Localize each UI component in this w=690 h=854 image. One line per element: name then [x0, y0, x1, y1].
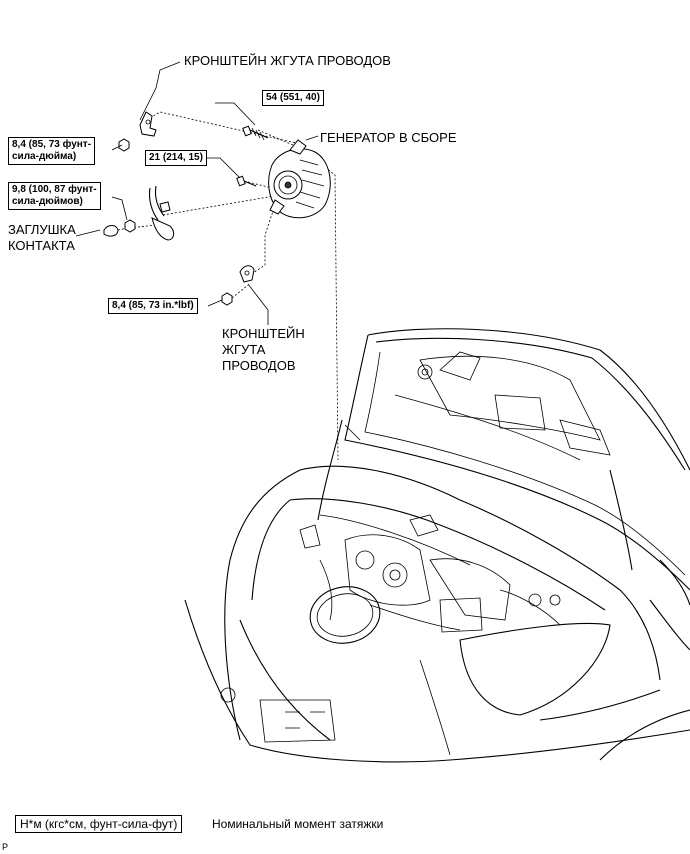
terminal-lead [124, 185, 175, 241]
torque-terminal-nut-line1: 9,8 (100, 87 фунт- [12, 184, 97, 195]
terminal-cap-label-line1: ЗАГЛУШКА [8, 222, 76, 237]
legend-description: Номинальный момент затяжки [212, 817, 384, 831]
torque-box-terminal-nut: 9,8 (100, 87 фунт- сила-дюймов) [8, 182, 101, 210]
lower-harness-bracket [239, 265, 255, 283]
torque-box-bracket-nut: 8,4 (85, 73 фунт- сила-дюйма) [8, 137, 96, 165]
corner-mark: P [2, 842, 9, 852]
lower-harness-bracket-label-line1: КРОНШТЕЙН [222, 326, 305, 341]
top-bolt [242, 125, 269, 141]
upper-harness-bracket-label: КРОНШТЕЙН ЖГУТА ПРОВОДОВ [184, 53, 391, 68]
terminal-cap-label: ЗАГЛУШКА КОНТАКТА [8, 222, 76, 254]
lower-harness-bracket-label-line2: ЖГУТА [222, 342, 266, 357]
alternator [268, 139, 331, 219]
torque-bracket-nut-line2: сила-дюйма) [12, 151, 77, 162]
torque-bracket-nut-line1: 8,4 (85, 73 фунт- [12, 139, 92, 150]
torque-terminal-nut-line2: сила-дюймов) [12, 196, 83, 207]
torque-box-bottom-bolt: 8,4 (85, 73 in.*lbf) [108, 298, 198, 314]
torque-box-top-bolt: 54 (551, 40) [262, 90, 324, 106]
bracket-nut [118, 138, 130, 152]
lower-harness-bracket-label-line3: ПРОВОДОВ [222, 358, 296, 373]
upper-harness-bracket [139, 111, 157, 137]
torque-box-middle-bolt: 21 (214, 15) [145, 150, 207, 166]
legend-torque-unit: Н*м (кгс*см, фунт-сила-фут) [15, 815, 183, 833]
lower-bolt [221, 292, 233, 306]
terminal-cap-label-line2: КОНТАКТА [8, 238, 75, 253]
terminal-cap [103, 225, 119, 237]
lower-harness-bracket-label: КРОНШТЕЙН ЖГУТА ПРОВОДОВ [222, 326, 305, 374]
alternator-assembly-label: ГЕНЕРАТОР В СБОРЕ [320, 130, 457, 145]
vehicle-illustration [184, 328, 690, 763]
